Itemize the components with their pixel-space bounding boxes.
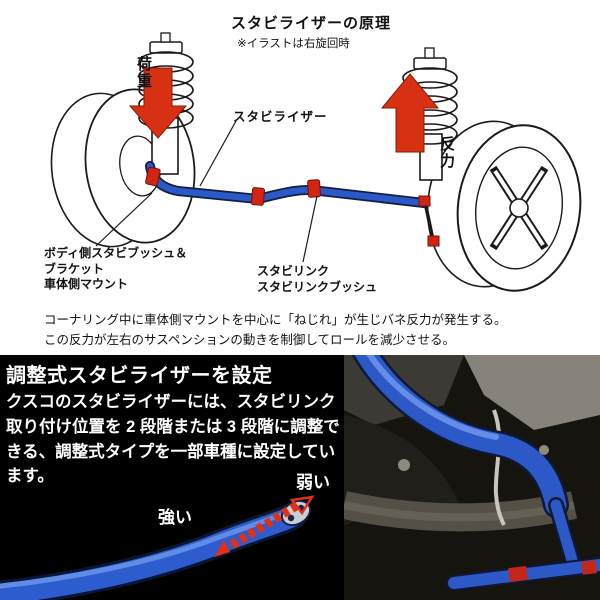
caption-line-1: コーナリング中に車体側マウントを中心に「ねじれ」が生じバネ反力が発生する。 xyxy=(44,313,507,327)
strong-label: 強い xyxy=(158,508,192,527)
link-line-1: スタビリンク xyxy=(257,264,330,278)
load-label: 荷重 xyxy=(135,56,152,90)
diagram-title: スタビライザーの原理 xyxy=(231,15,392,32)
adjustment-illustration xyxy=(0,495,315,600)
link-line-2: スタビリンクブッシュ xyxy=(257,279,378,294)
adjustable-section: 調整式スタビライザーを設定 クスコのスタビライザーには、スタビリンク取り付け位置… xyxy=(0,355,600,600)
reaction-label: 反力 xyxy=(438,136,455,170)
bar-clamps xyxy=(145,166,321,206)
stabilizer-link-label: スタビリンク スタビリンクブッシュ xyxy=(257,264,377,295)
adjustable-body-text: クスコのスタビライザーには、スタビリンク取り付け位置を 2 段階または 3 段階… xyxy=(6,393,340,486)
stabilizer-link xyxy=(418,195,440,247)
body-mount-line-2: ブラケット xyxy=(44,261,105,276)
pointer-lines xyxy=(95,120,318,263)
photo-bolt-1 xyxy=(398,459,410,471)
installed-stabilizer-photo xyxy=(344,355,600,600)
stabilizer-principle-diagram xyxy=(50,32,582,292)
photo-body-panel xyxy=(464,355,600,430)
principle-caption: コーナリング中に車体側マウントを中心に「ねじれ」が生じバネ反力が発生する。 この… xyxy=(44,310,507,350)
right-wheel xyxy=(426,120,582,292)
body-mount-label: ボディ側スタビブッシュ＆ ブラケット 車体側マウント xyxy=(44,246,187,293)
photo-red-collar-2 xyxy=(581,560,597,575)
body-mount-line-1: ボディ側スタビブッシュ＆ xyxy=(44,246,188,260)
photo-bolt-2 xyxy=(539,445,549,455)
weak-label: 弱い xyxy=(296,473,330,492)
photo-red-collar-1 xyxy=(508,565,528,583)
photo-brake-line xyxy=(492,409,506,526)
adjust-hole-1 xyxy=(287,514,295,522)
photo-drop-link xyxy=(550,499,578,566)
photo-stabilizer-bar xyxy=(354,355,567,516)
body-mount-line-3: 車体側マウント xyxy=(44,277,129,291)
photo-stabilizer-highlight xyxy=(366,355,499,440)
adjust-direction-arrow-icon xyxy=(214,495,315,557)
reaction-arrow-up-icon xyxy=(380,73,440,153)
diagram-note: ※イラストは右旋回時 xyxy=(237,38,350,50)
adjustable-heading: 調整式スタビライザーを設定 xyxy=(6,365,273,387)
load-arrow-down-icon xyxy=(128,67,188,139)
principle-section: スタビライザーの原理 ※イラストは右旋回時 スタビライザー 荷重 反力 ボディ側… xyxy=(44,15,582,350)
caption-line-2: この反力が左右のサスペンションの動きを制御してロールを減少させる。 xyxy=(44,333,456,347)
stabilizer-label: スタビライザー xyxy=(233,110,328,124)
photo-control-arm-highlight xyxy=(344,501,575,522)
illus-bar-highlight xyxy=(0,512,283,589)
